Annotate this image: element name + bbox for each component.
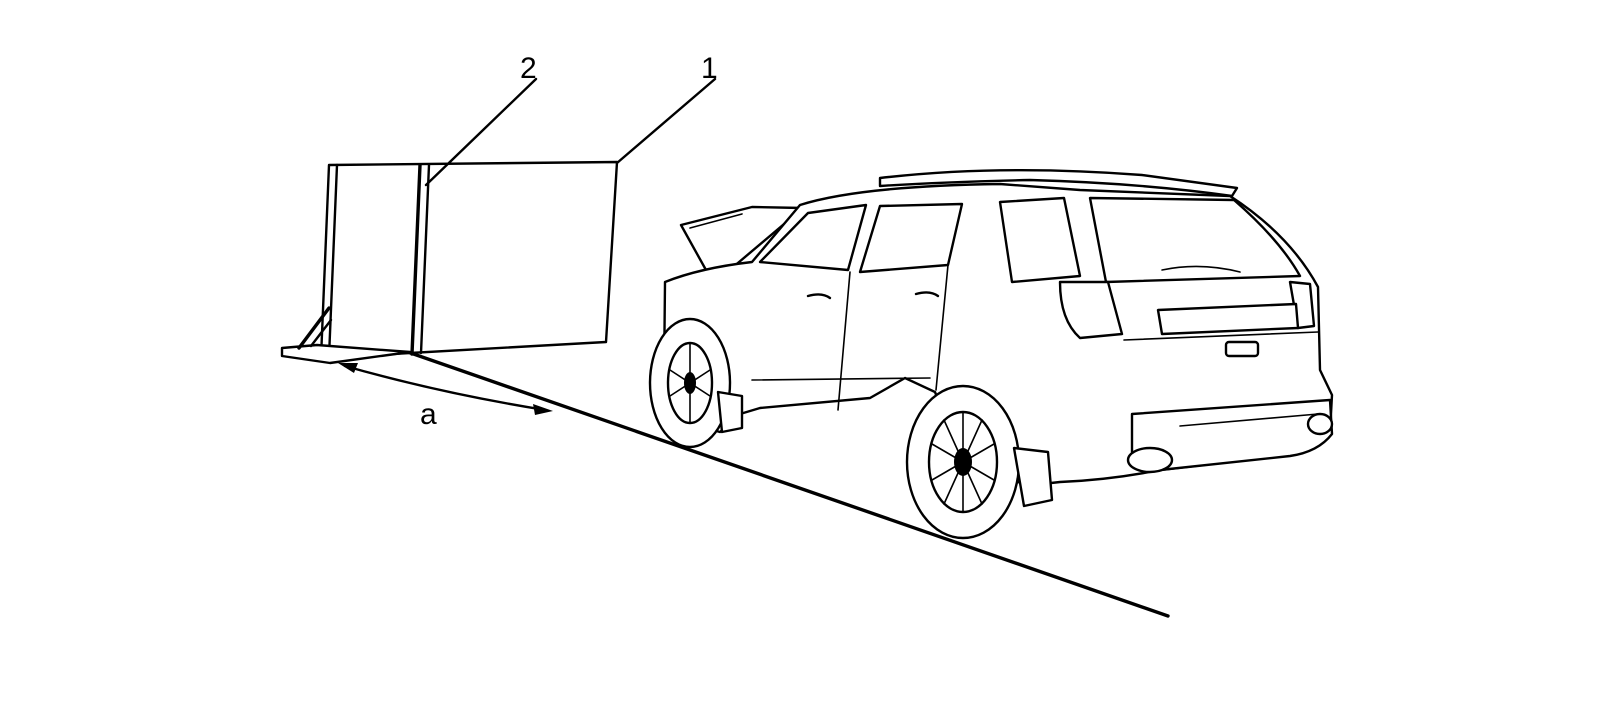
callout-a: a	[420, 398, 437, 431]
front-wheel	[648, 317, 732, 449]
mud-flap-front	[716, 390, 744, 434]
rocker-line	[751, 377, 931, 381]
door-seam-front	[837, 271, 851, 411]
liftgate-handle	[1224, 340, 1260, 358]
license-plate-header	[1156, 302, 1300, 336]
exhaust-tip-left	[1126, 446, 1174, 474]
leader-line-1	[615, 77, 717, 165]
panel-left-edge	[327, 163, 339, 359]
window-front-door	[758, 203, 868, 272]
hood-edge-line	[689, 213, 743, 229]
door-handle-rear	[914, 291, 940, 298]
angle-arrowhead-right	[533, 404, 553, 415]
window-quarter	[998, 196, 1082, 284]
target-board	[280, 160, 619, 365]
callout-2: 2	[520, 52, 537, 85]
stand-brace-front	[297, 306, 331, 350]
target-panel	[319, 160, 619, 360]
exhaust-tip-right	[1306, 412, 1334, 436]
panel-divider-inner	[419, 163, 431, 355]
angle-arc	[343, 364, 547, 412]
tail-light-left	[1058, 280, 1124, 340]
callout-1: 1	[701, 52, 718, 85]
door-seam-rear	[935, 264, 949, 391]
mud-flap-rear	[1012, 446, 1054, 508]
door-handle-front	[806, 293, 832, 300]
vehicle	[648, 168, 1334, 540]
ground-reference-line	[400, 348, 1170, 618]
rear-window	[1088, 196, 1302, 284]
stand-brace-back	[309, 318, 333, 348]
rear-wiper	[1161, 265, 1241, 273]
roof-rail	[878, 168, 1239, 198]
bumper-line	[1179, 413, 1319, 427]
liftgate-seam	[1123, 331, 1319, 341]
angle-arrowhead-left	[338, 363, 358, 373]
rear-wheel	[905, 384, 1021, 540]
window-rear-door	[858, 202, 964, 274]
panel-divider	[410, 163, 422, 356]
leader-line-2	[424, 77, 538, 187]
